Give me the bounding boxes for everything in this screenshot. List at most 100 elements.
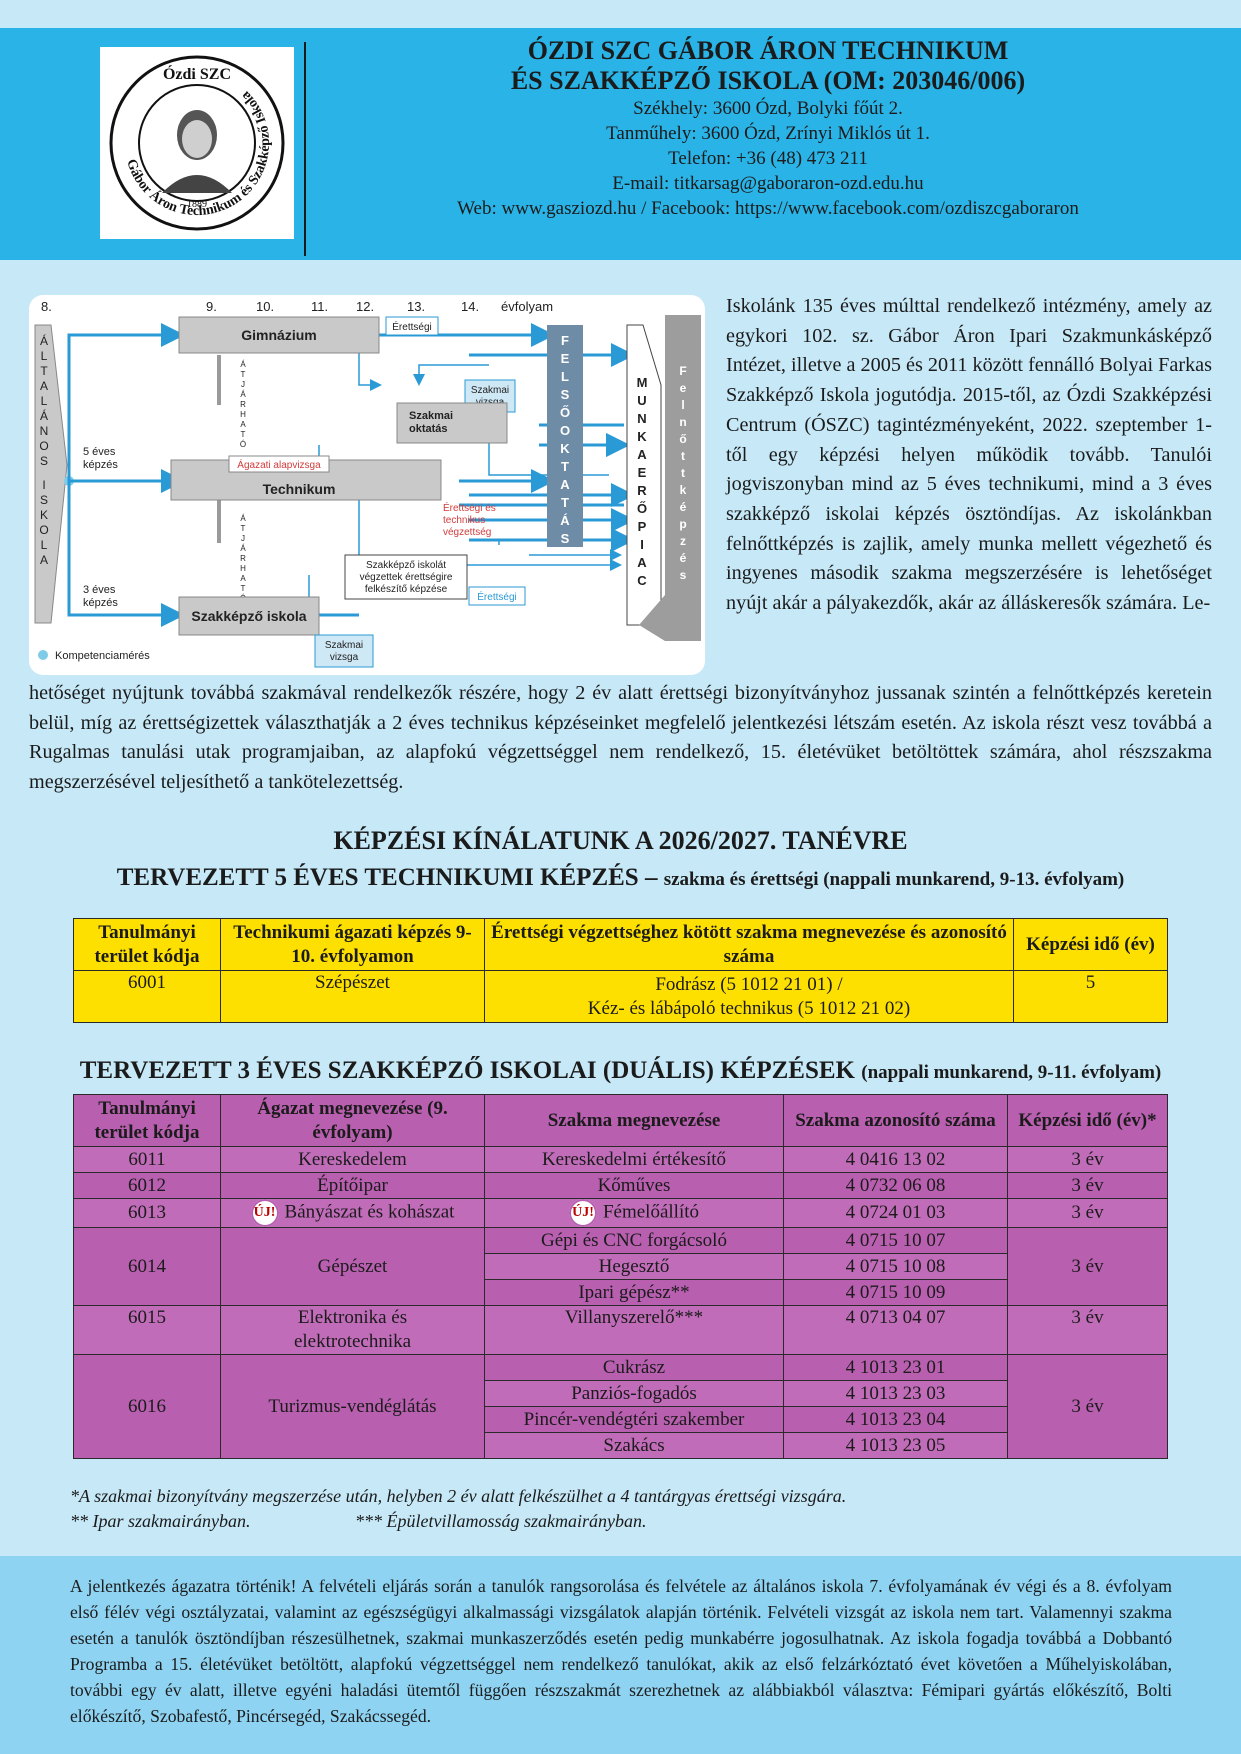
szakmai-vizsga-1a: Szakmai	[471, 385, 509, 396]
gimnazium-label: Gimnázium	[241, 327, 316, 343]
footnotes: *A szakmai bizonyítvány megszerzése után…	[70, 1484, 846, 1534]
footnote-3: *** Épületvillamosság szakmairányban.	[355, 1511, 647, 1531]
dual-title-sub: (nappali munkarend, 9-11. évfolyam)	[861, 1062, 1162, 1083]
szakkepzo-label: Szakképző iskola	[191, 608, 306, 624]
table-cell: 3 év	[1007, 1305, 1168, 1355]
table-cell: Ipari gépész**	[484, 1279, 784, 1306]
workshop-address: Tanműhely: 3600 Ózd, Zrínyi Miklós út 1.	[606, 123, 930, 144]
tech-code: 6001	[73, 970, 221, 1023]
kompetenciameres-legend: Kompetenciamérés	[55, 650, 150, 662]
logo-top-text: Ózdi SZC	[163, 64, 231, 83]
footnote-1: *A szakmai bizonyítvány megszerzése után…	[70, 1486, 847, 1506]
logo-year: 1889	[187, 199, 207, 210]
table-cell: 3 év	[1007, 1354, 1168, 1459]
school-logo: Gábor Áron Technikum és Szakképző Iskola…	[100, 47, 294, 239]
footnote-2-3: ** Ipar szakmairányban. *** Épületvillam…	[70, 1509, 846, 1534]
table-cell: 4 1013 23 01	[783, 1354, 1008, 1381]
table-cell: Kőműves	[484, 1172, 784, 1199]
szakmai-oktatas-b: oktatás	[409, 423, 448, 435]
table-cell: Kereskedelem	[220, 1146, 485, 1173]
table-cell: 3 év	[1007, 1227, 1168, 1306]
table-cell: Turizmus-vendéglátás	[220, 1354, 485, 1459]
tech-prof-2: Kéz- és lábápoló technikus (5 1012 21 02…	[587, 997, 911, 1019]
email[interactable]: E-mail: titkarsag@gaboraron-ozd.edu.hu	[612, 173, 924, 194]
erettsegi-technikus-c: végzettség	[443, 527, 491, 538]
grade-label: évfolyam	[501, 299, 553, 314]
tech-prof-1: Fodrász (5 1012 21 01) /	[655, 973, 843, 995]
three-year-b: képzés	[83, 597, 118, 609]
footer-text: A jelentkezés ágazatra történik! A felvé…	[70, 1576, 1172, 1726]
intro-paragraph-right: Iskolánk 135 éves múlttal rendelkező int…	[726, 295, 1212, 615]
footnote-2: ** Ipar szakmairányban.	[70, 1511, 251, 1531]
grade-10: 10.	[256, 299, 274, 314]
phone: Telefon: +36 (48) 473 211	[668, 148, 868, 169]
grade-14: 14.	[461, 299, 479, 314]
table-cell: 4 0715 10 07	[783, 1227, 1008, 1254]
tech-years: 5	[1013, 970, 1168, 1023]
five-year-a: 5 éves	[83, 446, 116, 458]
szakmai-vizsga-2b: vizsga	[330, 652, 359, 663]
table-cell: 6014	[73, 1227, 221, 1306]
agazati-alapvizsga: Ágazati alapvizsga	[237, 458, 321, 471]
th3-id: Szakma azonosító száma	[783, 1094, 1008, 1147]
five-year-b: képzés	[83, 459, 118, 471]
table-cell: 3 év	[1007, 1146, 1168, 1173]
dual-title-main: TERVEZETT 3 ÉVES SZAKKÉPZŐ ISKOLAI (DUÁL…	[79, 1057, 856, 1084]
szakmai-vizsga-2a: Szakmai	[325, 640, 363, 651]
technikum-label: Technikum	[263, 481, 336, 497]
erettsegi-technikus-b: technikus	[443, 515, 485, 526]
table-cell: 4 1013 23 05	[783, 1432, 1008, 1459]
web-links[interactable]: Web: www.gasziozd.hu / Facebook: https:/…	[457, 198, 1079, 219]
table-cell: 6013	[73, 1198, 221, 1228]
felkeszito-b: végzettek érettségire	[360, 572, 453, 583]
grade-12: 12.	[356, 299, 374, 314]
table-cell: 6012	[73, 1172, 221, 1199]
grade-13: 13.	[407, 299, 425, 314]
tech-prof: Fodrász (5 1012 21 01) /Kéz- és lábápoló…	[484, 970, 1014, 1023]
table-cell: 4 0713 04 07	[783, 1305, 1008, 1355]
school-title-line1: ÓZDI SZC GÁBOR ÁRON TECHNIKUM	[527, 36, 1009, 65]
grade-9: 9.	[206, 299, 217, 314]
th3-years: Képzési idő (év)*	[1007, 1094, 1168, 1147]
table-cell: Panziós-fogadós	[484, 1380, 784, 1407]
dual-table: Tanulmányi terület kódja Ágazat megnevez…	[73, 1094, 1168, 1459]
new-badge: ÚJ!	[568, 1199, 597, 1227]
new-badge: ÚJ!	[250, 1199, 279, 1227]
th3-sector: Ágazat megnevezése (9. évfolyam)	[220, 1094, 485, 1147]
felkeszito-a: Szakképző iskolát	[366, 560, 446, 571]
felkeszito-c: felkészítő képzése	[365, 584, 448, 595]
table-cell: 4 1013 23 04	[783, 1406, 1008, 1433]
table-row: Ipari gépész**4 0715 10 09	[74, 1279, 1168, 1306]
table-cell: 3 év	[1007, 1172, 1168, 1199]
table-cell: Gépészet	[220, 1227, 485, 1306]
erettsegi-label: Érettségi	[392, 320, 431, 333]
table-cell: 6015	[73, 1305, 221, 1355]
table-cell: ÚJ!Bányászat és kohászat	[220, 1198, 485, 1228]
erettsegi-label-2: Érettségi	[477, 590, 516, 603]
grade-8: 8.	[41, 299, 52, 314]
grade-11: 11.	[311, 299, 328, 314]
table-cell: 6016	[73, 1354, 221, 1459]
th-code: Tanulmányi terület kódja	[73, 918, 221, 971]
table-row: 6013 ÚJ!Bányászat és kohászat ÚJ!Fémelőá…	[73, 1198, 1168, 1228]
table-cell: 4 0416 13 02	[783, 1146, 1008, 1173]
table-cell: Kereskedelmi értékesítő	[484, 1146, 784, 1173]
